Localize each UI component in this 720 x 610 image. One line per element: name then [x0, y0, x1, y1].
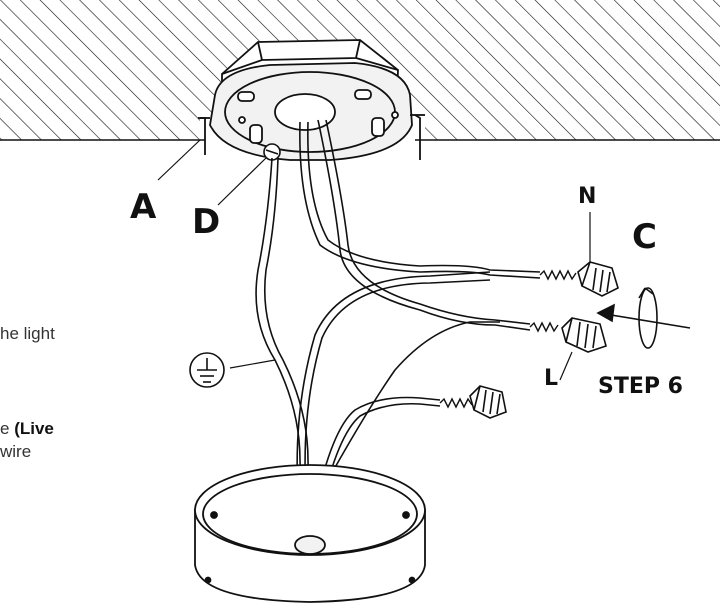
instruction-line-2-bold: (Live	[14, 419, 54, 438]
instruction-line-3: wire	[0, 442, 32, 461]
twisted-wire-ends	[439, 269, 577, 409]
callout-l: L	[544, 366, 559, 391]
callout-n: N	[578, 184, 597, 209]
callout-a: A	[130, 187, 157, 227]
rotate-arrow-icon	[638, 287, 658, 349]
callout-d: D	[192, 202, 221, 242]
instruction-line-1: he light	[0, 324, 55, 343]
leader-lines	[157, 139, 591, 381]
push-arrow-icon	[596, 303, 691, 329]
instruction-line-2-prefix: e	[0, 419, 15, 438]
instruction-line-2: e (Live	[0, 420, 54, 437]
ground-screw	[263, 143, 281, 161]
mounting-bracket-a	[198, 62, 425, 161]
ground-symbol-icon	[189, 352, 225, 388]
callout-c: C	[632, 217, 657, 257]
fixture-canopy	[194, 464, 426, 603]
wire-connector-l	[561, 317, 607, 353]
step-label: STEP 6	[598, 374, 683, 399]
wire-connector-n	[577, 261, 619, 297]
wire-connector-ground	[469, 385, 507, 419]
